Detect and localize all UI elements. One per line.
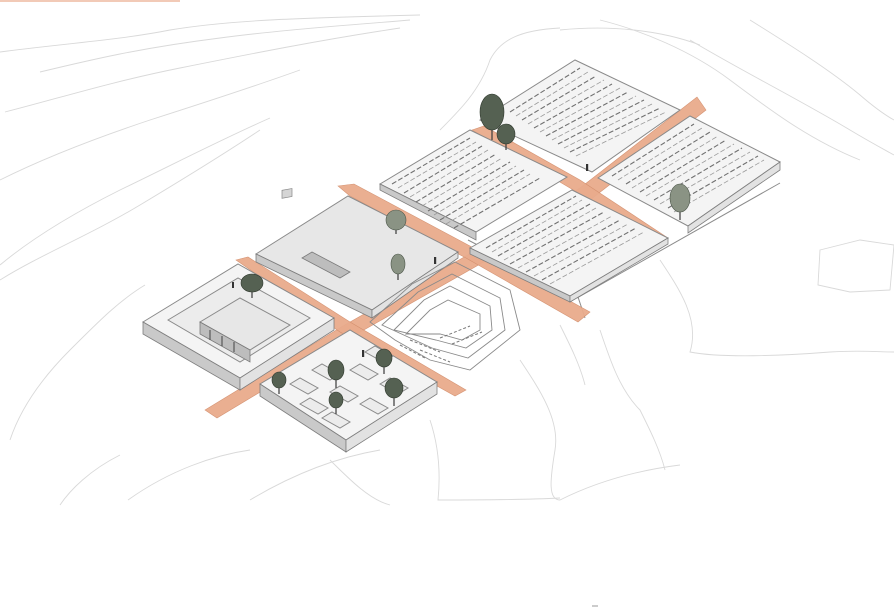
people-figures [232,164,589,357]
person-icon [232,282,234,288]
person-icon [586,164,589,171]
amphitheatre-terraces [369,261,521,371]
tree-icon [385,209,407,234]
grave-rows-b [509,67,667,157]
paved-square [254,188,459,319]
tree-icon [327,359,345,388]
tree-icon [328,391,344,414]
ceremony-hall [142,263,335,391]
topographic-contours [0,14,894,506]
tree-icon [390,253,406,280]
tree-icon [384,377,404,406]
person-icon [362,350,365,357]
grave-rows-d [485,195,645,285]
tree-icon [240,273,264,298]
tree-icon [479,93,505,140]
person-icon [434,257,437,264]
tree-icon [375,348,393,374]
reflecting-pool [301,251,351,279]
trees [240,93,691,414]
grave-rows-a [391,137,541,229]
hall-facade [199,321,251,363]
tree-icon [496,123,516,150]
square-bench [281,188,293,199]
garden-edge-path [235,256,467,397]
tree-icon [271,371,287,394]
tree-icon [669,183,691,220]
grave-fields [378,59,781,303]
grave-rows-c [611,123,765,213]
grave-field-b [478,59,681,173]
